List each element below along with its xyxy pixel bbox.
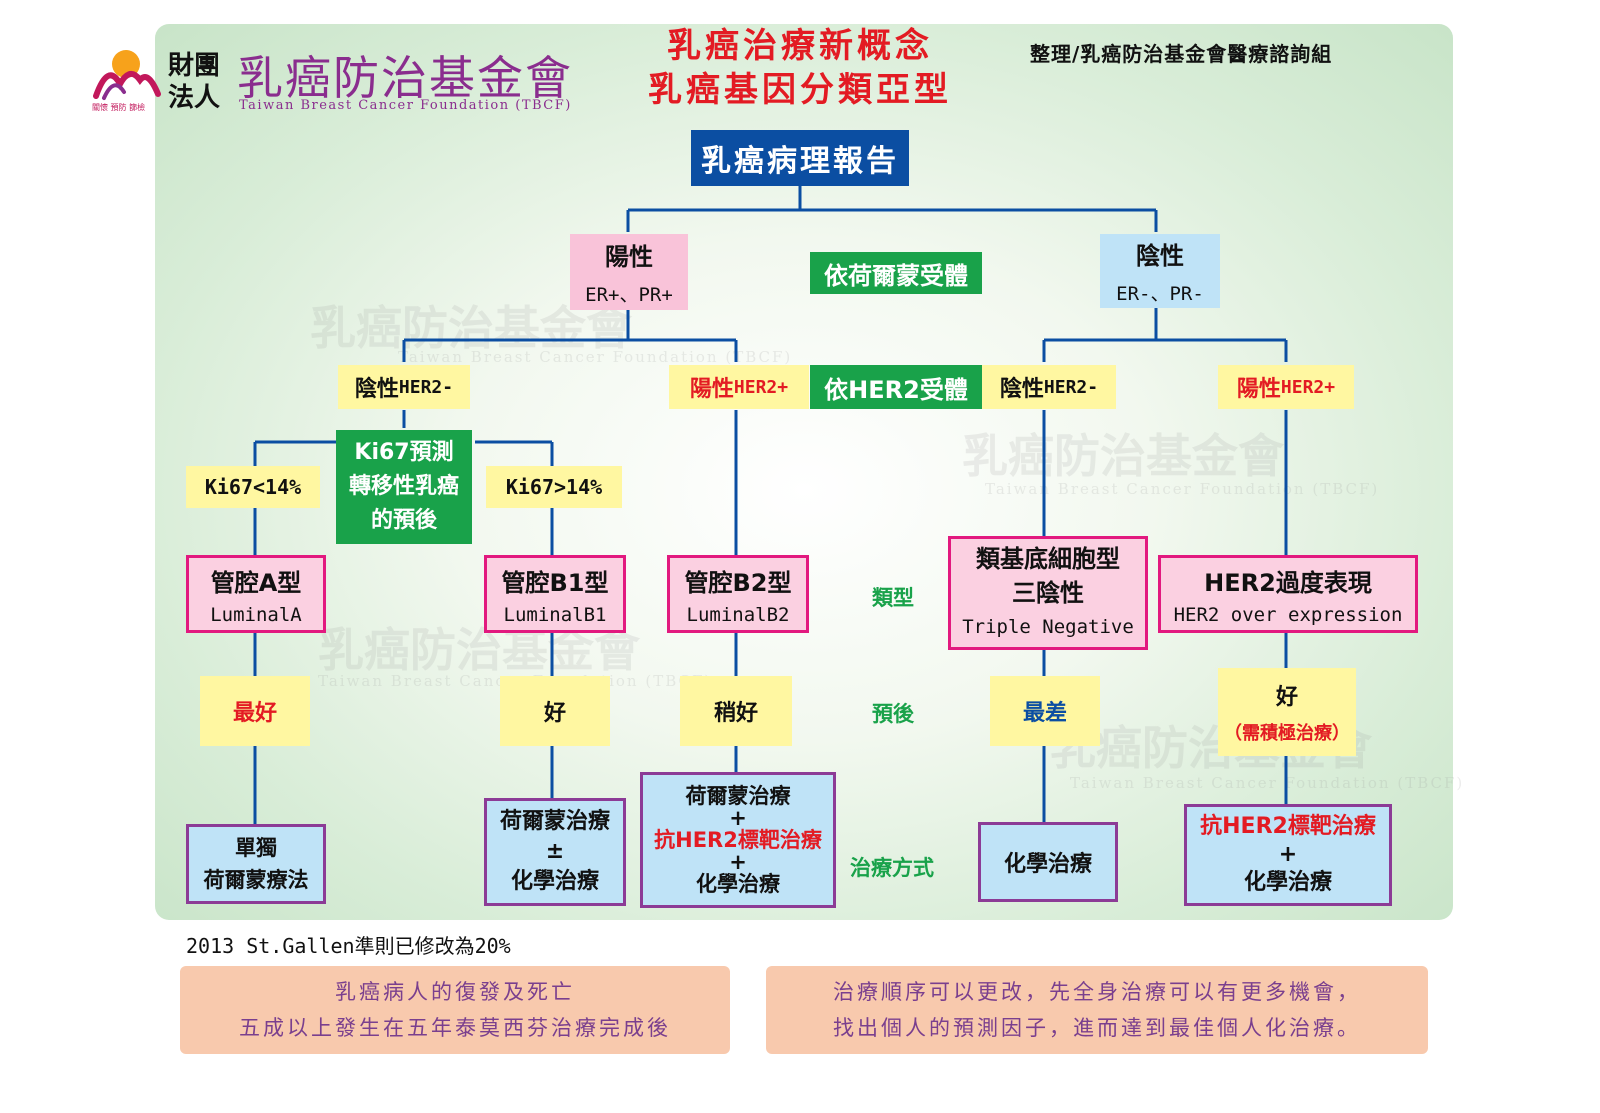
credit-text: 整理/乳癌防治基金會醫療諮詢組 [1030,42,1333,66]
root-node: 乳癌病理報告 [691,130,909,186]
neg-her2-pos-prefix: 陽性 [1236,377,1281,402]
side-label-prognosis: 預後 [872,702,914,726]
prognosis-her2-over: 好 （需積極治療） [1218,668,1356,756]
type-her2-over: HER2過度表現 HER2 over expression [1158,555,1418,633]
type-triple-negative-zh2: 三陰性 [1012,579,1084,607]
org-english: Taiwan Breast Cancer Foundation (TBCF) [239,98,572,113]
pos-her2-pos-suffix: HER2+ [733,376,789,398]
treatment-her2-over-line3: 化學治療 [1243,870,1332,895]
type-luminal-b2-en: LuminalB2 [686,603,790,626]
treatment-luminal-b1-line2: ± [545,839,565,864]
prognosis-luminal-b2: 稍好 [680,676,792,746]
treatment-luminal-a-line2: 荷爾蒙療法 [203,868,309,892]
pos-her2-neg-suffix: HER2- [398,376,454,398]
ki67-line1: Ki67預測 [354,440,454,465]
negative-node: 陰性 ER-、PR- [1100,234,1220,308]
note-right-line1: 治療順序可以更改，先全身治療可以有更多機會， [833,980,1361,1004]
footnote: 2013 St.Gallen準則已修改為20% [186,934,511,958]
type-triple-negative-zh1: 類基底細胞型 [976,545,1120,573]
treatment-luminal-a-line1: 單獨 [235,836,277,860]
type-triple-negative: 類基底細胞型 三陰性 Triple Negative [948,536,1148,650]
type-luminal-a-zh: 管腔A型 [210,568,302,597]
org-prefix: 財團 法人 [168,50,220,114]
treatment-luminal-b2-line2: + [729,806,747,830]
positive-node: 陽性 ER+、PR+ [570,234,688,310]
logo-tagline: 關懷 預防 篩檢 [92,103,146,112]
neg-her2-neg-suffix: HER2- [1043,376,1099,398]
neg-her2-pos-suffix: HER2+ [1280,376,1336,398]
treatment-luminal-b1: 荷爾蒙治療 ± 化學治療 [484,798,626,906]
type-triple-negative-en: Triple Negative [962,616,1134,638]
note-left-line1: 乳癌病人的復發及死亡 [335,980,575,1004]
type-luminal-b2-zh: 管腔B2型 [684,568,792,597]
treatment-luminal-b2: 荷爾蒙治療 + 抗HER2標靶治療 + 化學治療 [640,772,836,908]
prognosis-luminal-b1: 好 [500,676,610,746]
ki67-low-node: Ki67<14% [186,466,320,508]
neg-her2-neg-prefix: 陰性 [999,377,1044,402]
negative-sub: ER-、PR- [1116,283,1204,305]
type-her2-over-zh: HER2過度表現 [1204,568,1372,597]
positive-label: 陽性 [605,243,653,271]
type-luminal-b1: 管腔B1型 LuminalB1 [484,555,626,633]
type-her2-over-en: HER2 over expression [1173,603,1403,626]
positive-sub: ER+、PR+ [585,284,673,306]
ki67-high-node: Ki67>14% [486,466,622,508]
treatment-luminal-b1-line1: 荷爾蒙治療 [499,809,610,834]
note-left: 乳癌病人的復發及死亡 五成以上發生在五年泰莫西芬治療完成後 [180,966,730,1054]
treatment-luminal-b2-line4: + [729,850,747,874]
treatment-luminal-b2-line5: 化學治療 [696,872,780,896]
note-right-line2: 找出個人的預測因子，進而達到最佳個人化治療。 [833,1016,1361,1040]
title-line1: 乳癌治療新概念 [667,26,933,66]
note-left-line2: 五成以上發生在五年泰莫西芬治療完成後 [239,1016,671,1040]
hormone-criterion: 依荷爾蒙受體 [810,252,982,294]
prognosis-triple-negative: 最差 [990,676,1100,746]
org-prefix-line2: 法人 [168,83,221,113]
type-luminal-b2: 管腔B2型 LuminalB2 [667,555,809,633]
treatment-triple-negative: 化學治療 [978,822,1118,902]
type-luminal-a: 管腔A型 LuminalA [186,555,326,633]
treatment-luminal-b2-line3: 抗HER2標靶治療 [654,828,822,852]
title-line2: 乳癌基因分類亞型 [648,70,952,110]
ki67-line3: 的預後 [370,508,437,533]
org-name: 乳癌防治基金會 [237,51,573,105]
org-prefix-line1: 財團 [168,51,221,81]
side-label-treatment: 治療方式 [850,856,934,880]
side-label-type: 類型 [872,586,914,610]
pos-her2-pos-prefix: 陽性 [689,377,734,402]
ki67-line2: 轉移性乳癌 [348,474,459,499]
type-luminal-a-en: LuminalA [210,603,302,626]
ki67-predict-box: Ki67預測 轉移性乳癌 的預後 [336,430,472,544]
her2-criterion: 依HER2受體 [810,365,982,409]
type-luminal-b1-zh: 管腔B1型 [501,568,609,597]
treatment-luminal-a: 單獨 荷爾蒙療法 [186,824,326,904]
tbcf-logo-icon [93,50,161,100]
treatment-her2-over-line2: + [1278,842,1298,867]
note-right: 治療順序可以更改，先全身治療可以有更多機會， 找出個人的預測因子，進而達到最佳個… [766,966,1428,1054]
treatment-her2-over: 抗HER2標靶治療 + 化學治療 [1184,804,1392,906]
treatment-luminal-b2-line1: 荷爾蒙治療 [685,784,791,808]
prognosis-luminal-a: 最好 [200,676,310,746]
negative-label: 陰性 [1136,242,1184,270]
page-title: 乳癌治療新概念 乳癌基因分類亞型 [600,22,1000,114]
prognosis-her2-over-note: （需積極治療） [1224,723,1350,744]
prognosis-her2-over-label: 好 [1275,685,1298,710]
pos-her2-neg-prefix: 陰性 [354,377,399,402]
treatment-luminal-b1-line3: 化學治療 [510,869,599,894]
type-luminal-b1-en: LuminalB1 [503,603,607,626]
treatment-her2-over-line1: 抗HER2標靶治療 [1200,814,1376,839]
